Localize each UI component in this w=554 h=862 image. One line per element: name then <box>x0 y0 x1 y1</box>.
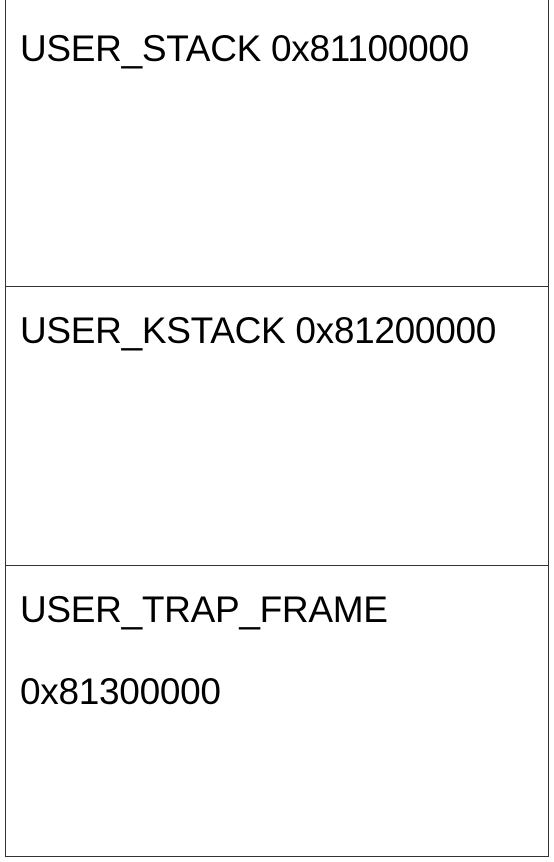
memory-layout-table: USER_STACK 0x81100000 USER_KSTACK 0x8120… <box>5 0 549 857</box>
user-stack-label: USER_STACK 0x81100000 <box>20 28 469 69</box>
user-stack-region: USER_STACK 0x81100000 <box>6 0 548 286</box>
user-trap-frame-label: USER_TRAP_FRAME <box>20 589 388 630</box>
user-kstack-label: USER_KSTACK 0x81200000 <box>20 310 497 351</box>
user-trap-frame-address: 0x81300000 <box>20 671 221 712</box>
user-kstack-region: USER_KSTACK 0x81200000 <box>6 286 548 565</box>
user-trap-frame-region: USER_TRAP_FRAME 0x81300000 <box>6 565 548 857</box>
